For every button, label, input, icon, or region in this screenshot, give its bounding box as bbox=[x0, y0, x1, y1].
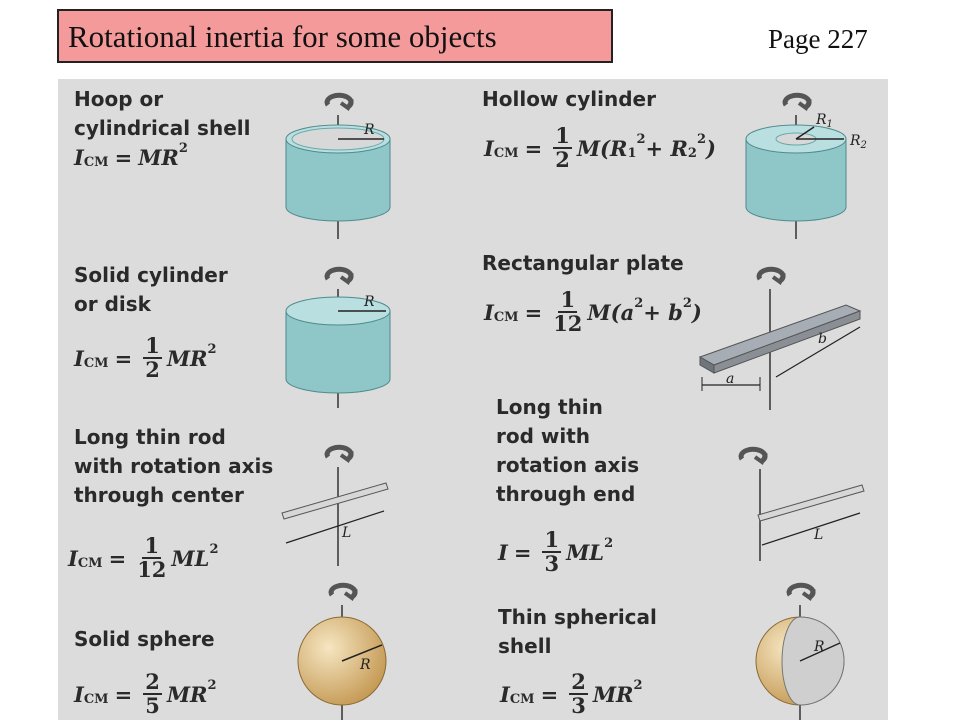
plate-figure: a b bbox=[698, 266, 862, 410]
solid-cylinder-dim-label: R bbox=[363, 294, 375, 310]
rotation-arrow-icon bbox=[756, 266, 786, 286]
hoop-dim-label: R bbox=[363, 122, 375, 138]
solid-sphere-dim-label: R bbox=[359, 657, 371, 673]
rotation-arrow-icon bbox=[324, 92, 354, 112]
slide-title: Rotational inertia for some objects bbox=[57, 9, 613, 63]
page-number: Page 227 bbox=[768, 24, 868, 54]
rotation-arrow-icon bbox=[786, 582, 816, 602]
rotation-arrow-icon bbox=[328, 582, 358, 602]
rod-center-figure: L bbox=[281, 444, 389, 566]
plate-label: Rectangular plate bbox=[482, 251, 684, 275]
plate-dim-a-label: a bbox=[726, 371, 734, 387]
rotation-arrow-icon bbox=[782, 92, 812, 112]
solid-cylinder-label: Solid cylinder or disk bbox=[74, 263, 228, 316]
hollow-dim1-label: R1 bbox=[815, 112, 833, 130]
rotation-arrow-icon bbox=[738, 446, 768, 466]
plate-dim-b-label: b bbox=[818, 331, 827, 347]
rod-center-label: Long thin rod with rotation axis through… bbox=[74, 425, 274, 507]
hoop-figure: R bbox=[285, 92, 391, 239]
rod-center-dim-label: L bbox=[341, 525, 351, 541]
rod-end-figure: L bbox=[738, 446, 865, 561]
rotation-arrow-icon bbox=[324, 444, 354, 464]
shell-label: Thin spherical shell bbox=[498, 605, 657, 658]
hoop-label: Hoop or cylindrical shell bbox=[74, 87, 251, 140]
hollow-cylinder-figure: R1 R2 bbox=[745, 92, 867, 239]
slide-title-text: Rotational inertia for some objects bbox=[68, 19, 497, 54]
hollow-label: Hollow cylinder bbox=[482, 87, 656, 111]
rod-end-dim-label: L bbox=[813, 527, 823, 543]
rod-end-label: Long thin rod with rotation axis through… bbox=[496, 395, 640, 506]
solid-sphere-figure: R bbox=[297, 582, 387, 720]
shell-dim-label: R bbox=[813, 639, 825, 655]
solid-sphere-label: Solid sphere bbox=[74, 627, 215, 651]
solid-cylinder-figure: R bbox=[285, 266, 391, 408]
rotation-arrow-icon bbox=[324, 266, 354, 286]
hollow-dim2-label: R2 bbox=[849, 133, 867, 151]
shell-figure: R bbox=[755, 582, 845, 720]
